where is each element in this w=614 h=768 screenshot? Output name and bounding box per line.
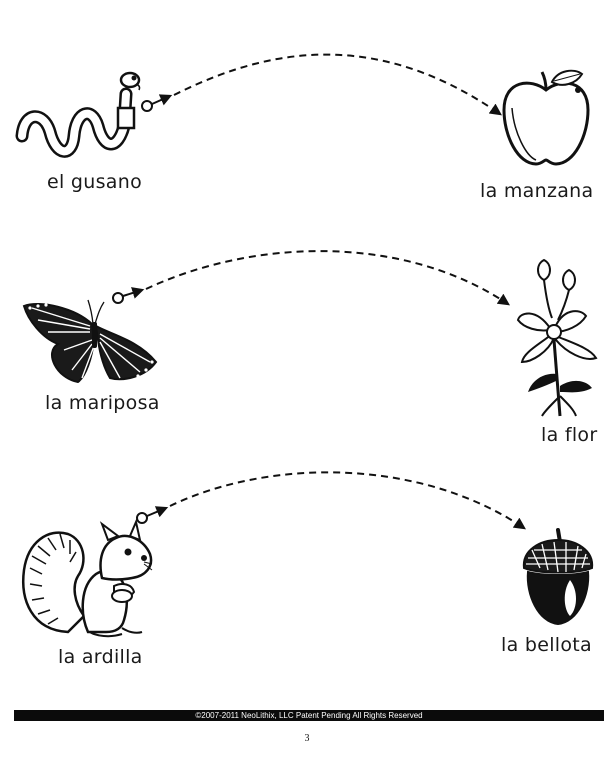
arrow-row-1 — [141, 53, 502, 116]
copyright-text: ©2007-2011 NeoLithix, LLC Patent Pending… — [195, 711, 423, 720]
pair-3-left-label: la ardilla — [58, 646, 143, 668]
pair-1-left-label: el gusano — [47, 171, 143, 193]
arrow-row-2 — [112, 250, 510, 306]
pair-1-right-label: la manzana — [480, 180, 594, 202]
arrow-row-3 — [136, 471, 526, 530]
apple-icon — [502, 69, 590, 166]
copyright-footer: ©2007-2011 NeoLithix, LLC Patent Pending… — [14, 710, 604, 721]
squirrel-icon — [22, 518, 153, 638]
acorn-icon — [522, 528, 594, 626]
butterfly-icon — [22, 299, 158, 384]
pair-2-right-label: la flor — [541, 424, 598, 446]
pair-2-left-label: la mariposa — [45, 392, 160, 414]
flower-icon — [516, 258, 598, 417]
worm-icon — [15, 71, 141, 158]
page-number: 3 — [304, 733, 310, 744]
pair-3-right-label: la bellota — [501, 634, 592, 656]
